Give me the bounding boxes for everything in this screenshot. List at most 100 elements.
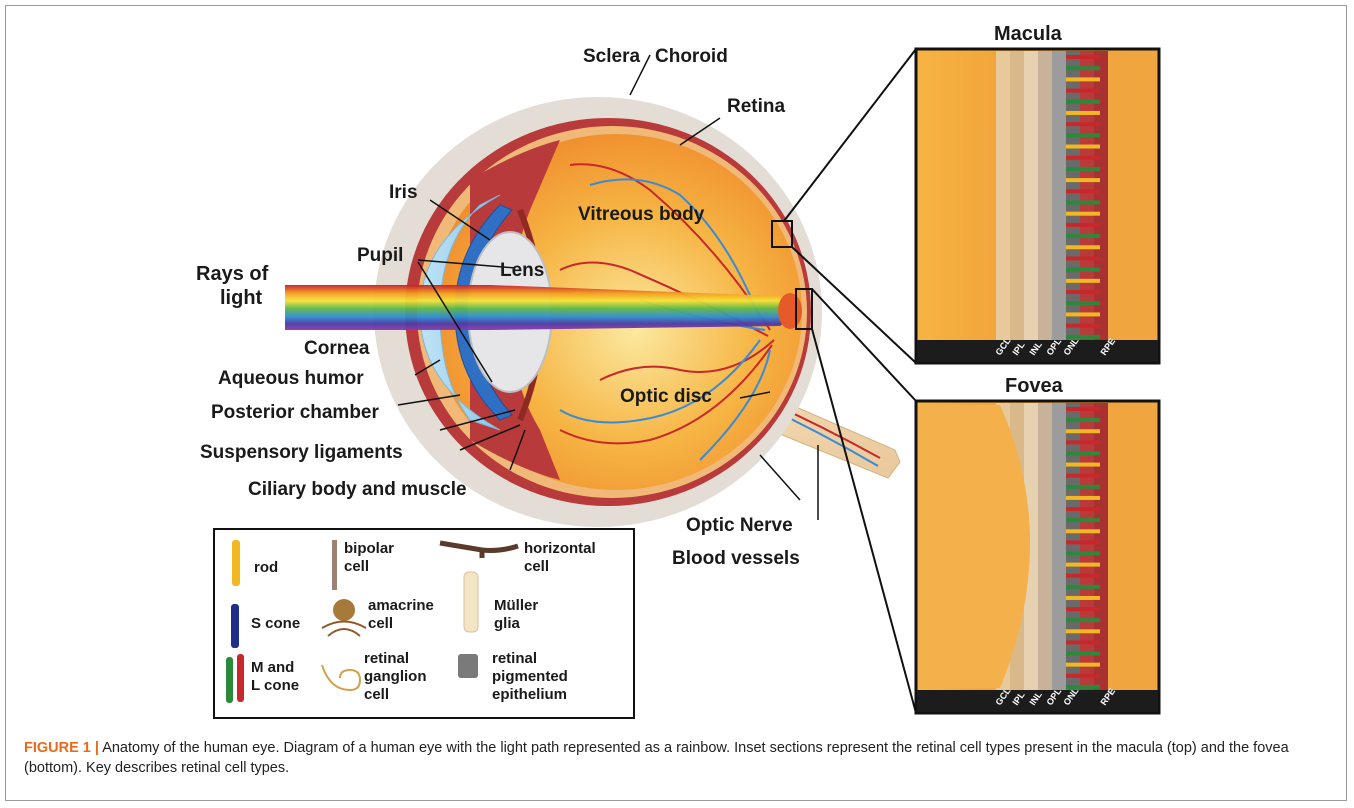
photoreceptor-stripe bbox=[1066, 245, 1100, 249]
macula-title: Macula bbox=[994, 23, 1063, 45]
photoreceptor-stripe bbox=[1066, 652, 1100, 656]
l-cone-icon bbox=[237, 654, 244, 702]
label-ciliary: Ciliary body and muscle bbox=[248, 479, 467, 500]
retinal-layer-band bbox=[996, 51, 1010, 340]
retinal-layer-band bbox=[1094, 403, 1108, 690]
photoreceptor-stripe bbox=[1066, 407, 1100, 411]
photoreceptor-stripe bbox=[1066, 111, 1100, 115]
key-s-cone: S cone bbox=[251, 615, 300, 632]
label-optic-disc: Optic disc bbox=[620, 386, 712, 407]
photoreceptor-stripe bbox=[1066, 429, 1100, 433]
photoreceptor-stripe bbox=[1066, 629, 1100, 633]
retinal-layer-band bbox=[1038, 403, 1052, 690]
key-rpe-1: retinal bbox=[492, 650, 537, 667]
photoreceptor-stripe bbox=[1066, 563, 1100, 567]
photoreceptor-stripe bbox=[1066, 201, 1100, 205]
key-muller-1: Müller bbox=[494, 597, 538, 614]
muller-glia-icon bbox=[464, 572, 478, 632]
retinal-layer-band bbox=[1010, 51, 1024, 340]
retinal-layer-band bbox=[1094, 51, 1108, 340]
photoreceptor-stripe bbox=[1066, 463, 1100, 467]
label-suspensory: Suspensory ligaments bbox=[200, 442, 403, 463]
label-rays-1: Rays of bbox=[196, 263, 269, 285]
bipolar-cell-icon bbox=[332, 540, 337, 590]
caption-label: FIGURE 1 | bbox=[24, 740, 99, 756]
label-sclera: Sclera bbox=[583, 46, 640, 67]
label-iris: Iris bbox=[389, 182, 418, 203]
label-optic-nerve: Optic Nerve bbox=[686, 515, 793, 536]
retinal-layer-band bbox=[1052, 403, 1066, 690]
key-ml-cone-2: L cone bbox=[251, 677, 299, 694]
photoreceptor-stripe bbox=[1066, 540, 1100, 544]
photoreceptor-stripe bbox=[1066, 301, 1100, 305]
photoreceptor-stripe bbox=[1066, 100, 1100, 104]
photoreceptor-stripe bbox=[1066, 268, 1100, 272]
photoreceptor-stripe bbox=[1066, 585, 1100, 589]
retinal-layer-band bbox=[1066, 51, 1080, 340]
photoreceptor-stripe bbox=[1066, 474, 1100, 478]
photoreceptor-stripe bbox=[1066, 156, 1100, 160]
photoreceptor-stripe bbox=[1066, 640, 1100, 644]
key-amacrine-2: cell bbox=[368, 615, 393, 632]
label-retina: Retina bbox=[727, 96, 786, 117]
figure-caption: FIGURE 1 | Anatomy of the human eye. Dia… bbox=[24, 738, 1324, 778]
leader-line bbox=[760, 455, 800, 500]
m-cone-icon bbox=[226, 657, 233, 703]
photoreceptor-stripe bbox=[1066, 133, 1100, 137]
key-horizontal-2: cell bbox=[524, 558, 549, 575]
key-amacrine-1: amacrine bbox=[368, 597, 434, 614]
retinal-layer-band bbox=[1024, 51, 1038, 340]
photoreceptor-stripe bbox=[1066, 167, 1100, 171]
label-aqueous: Aqueous humor bbox=[218, 368, 364, 389]
key-rpe-3: epithelium bbox=[492, 686, 567, 703]
photoreceptor-stripe bbox=[1066, 607, 1100, 611]
rpe-cell-icon bbox=[458, 654, 478, 678]
photoreceptor-stripe bbox=[1066, 223, 1100, 227]
photoreceptor-stripe bbox=[1066, 145, 1100, 149]
focal-point bbox=[778, 293, 802, 329]
label-posterior: Posterior chamber bbox=[211, 402, 379, 423]
rod-icon bbox=[232, 540, 240, 586]
retinal-layer-band bbox=[1080, 403, 1094, 690]
photoreceptor-stripe bbox=[1066, 618, 1100, 622]
photoreceptor-stripe bbox=[1066, 290, 1100, 294]
photoreceptor-stripe bbox=[1066, 507, 1100, 511]
fovea-title: Fovea bbox=[1005, 375, 1064, 397]
photoreceptor-stripe bbox=[1066, 485, 1100, 489]
photoreceptor-stripe bbox=[1066, 89, 1100, 93]
key-horizontal-1: horizontal bbox=[524, 540, 596, 557]
photoreceptor-stripe bbox=[1066, 674, 1100, 678]
retinal-layer-band bbox=[1052, 51, 1066, 340]
photoreceptor-stripe bbox=[1066, 574, 1100, 578]
caption-text: Anatomy of the human eye. Diagram of a h… bbox=[24, 740, 1289, 776]
photoreceptor-stripe bbox=[1066, 55, 1100, 59]
photoreceptor-stripe bbox=[1066, 312, 1100, 316]
photoreceptor-stripe bbox=[1066, 122, 1100, 126]
key-ganglion-3: cell bbox=[364, 686, 389, 703]
key-ganglion-1: retinal bbox=[364, 650, 409, 667]
photoreceptor-stripe bbox=[1066, 418, 1100, 422]
photoreceptor-stripe bbox=[1066, 596, 1100, 600]
photoreceptor-stripe bbox=[1066, 256, 1100, 260]
key-bipolar-2: cell bbox=[344, 558, 369, 575]
amacrine-cell-icon bbox=[333, 599, 355, 621]
key-rpe-2: pigmented bbox=[492, 668, 568, 685]
label-rays-2: light bbox=[220, 287, 263, 309]
photoreceptor-stripe bbox=[1066, 529, 1100, 533]
key-bipolar-1: bipolar bbox=[344, 540, 394, 557]
photoreceptor-stripe bbox=[1066, 496, 1100, 500]
retinal-layer-band bbox=[1038, 51, 1052, 340]
photoreceptor-stripe bbox=[1066, 66, 1100, 70]
retinal-layer-band bbox=[1066, 403, 1080, 690]
photoreceptor-stripe bbox=[1066, 324, 1100, 328]
photoreceptor-stripe bbox=[1066, 663, 1100, 667]
photoreceptor-stripe bbox=[1066, 451, 1100, 455]
key-rod: rod bbox=[254, 559, 278, 576]
photoreceptor-stripe bbox=[1066, 552, 1100, 556]
photoreceptor-stripe bbox=[1066, 212, 1100, 216]
photoreceptor-stripe bbox=[1066, 518, 1100, 522]
foveal-pit bbox=[918, 405, 1030, 688]
key-muller-2: glia bbox=[494, 615, 520, 632]
retinal-layer-band bbox=[1080, 51, 1094, 340]
